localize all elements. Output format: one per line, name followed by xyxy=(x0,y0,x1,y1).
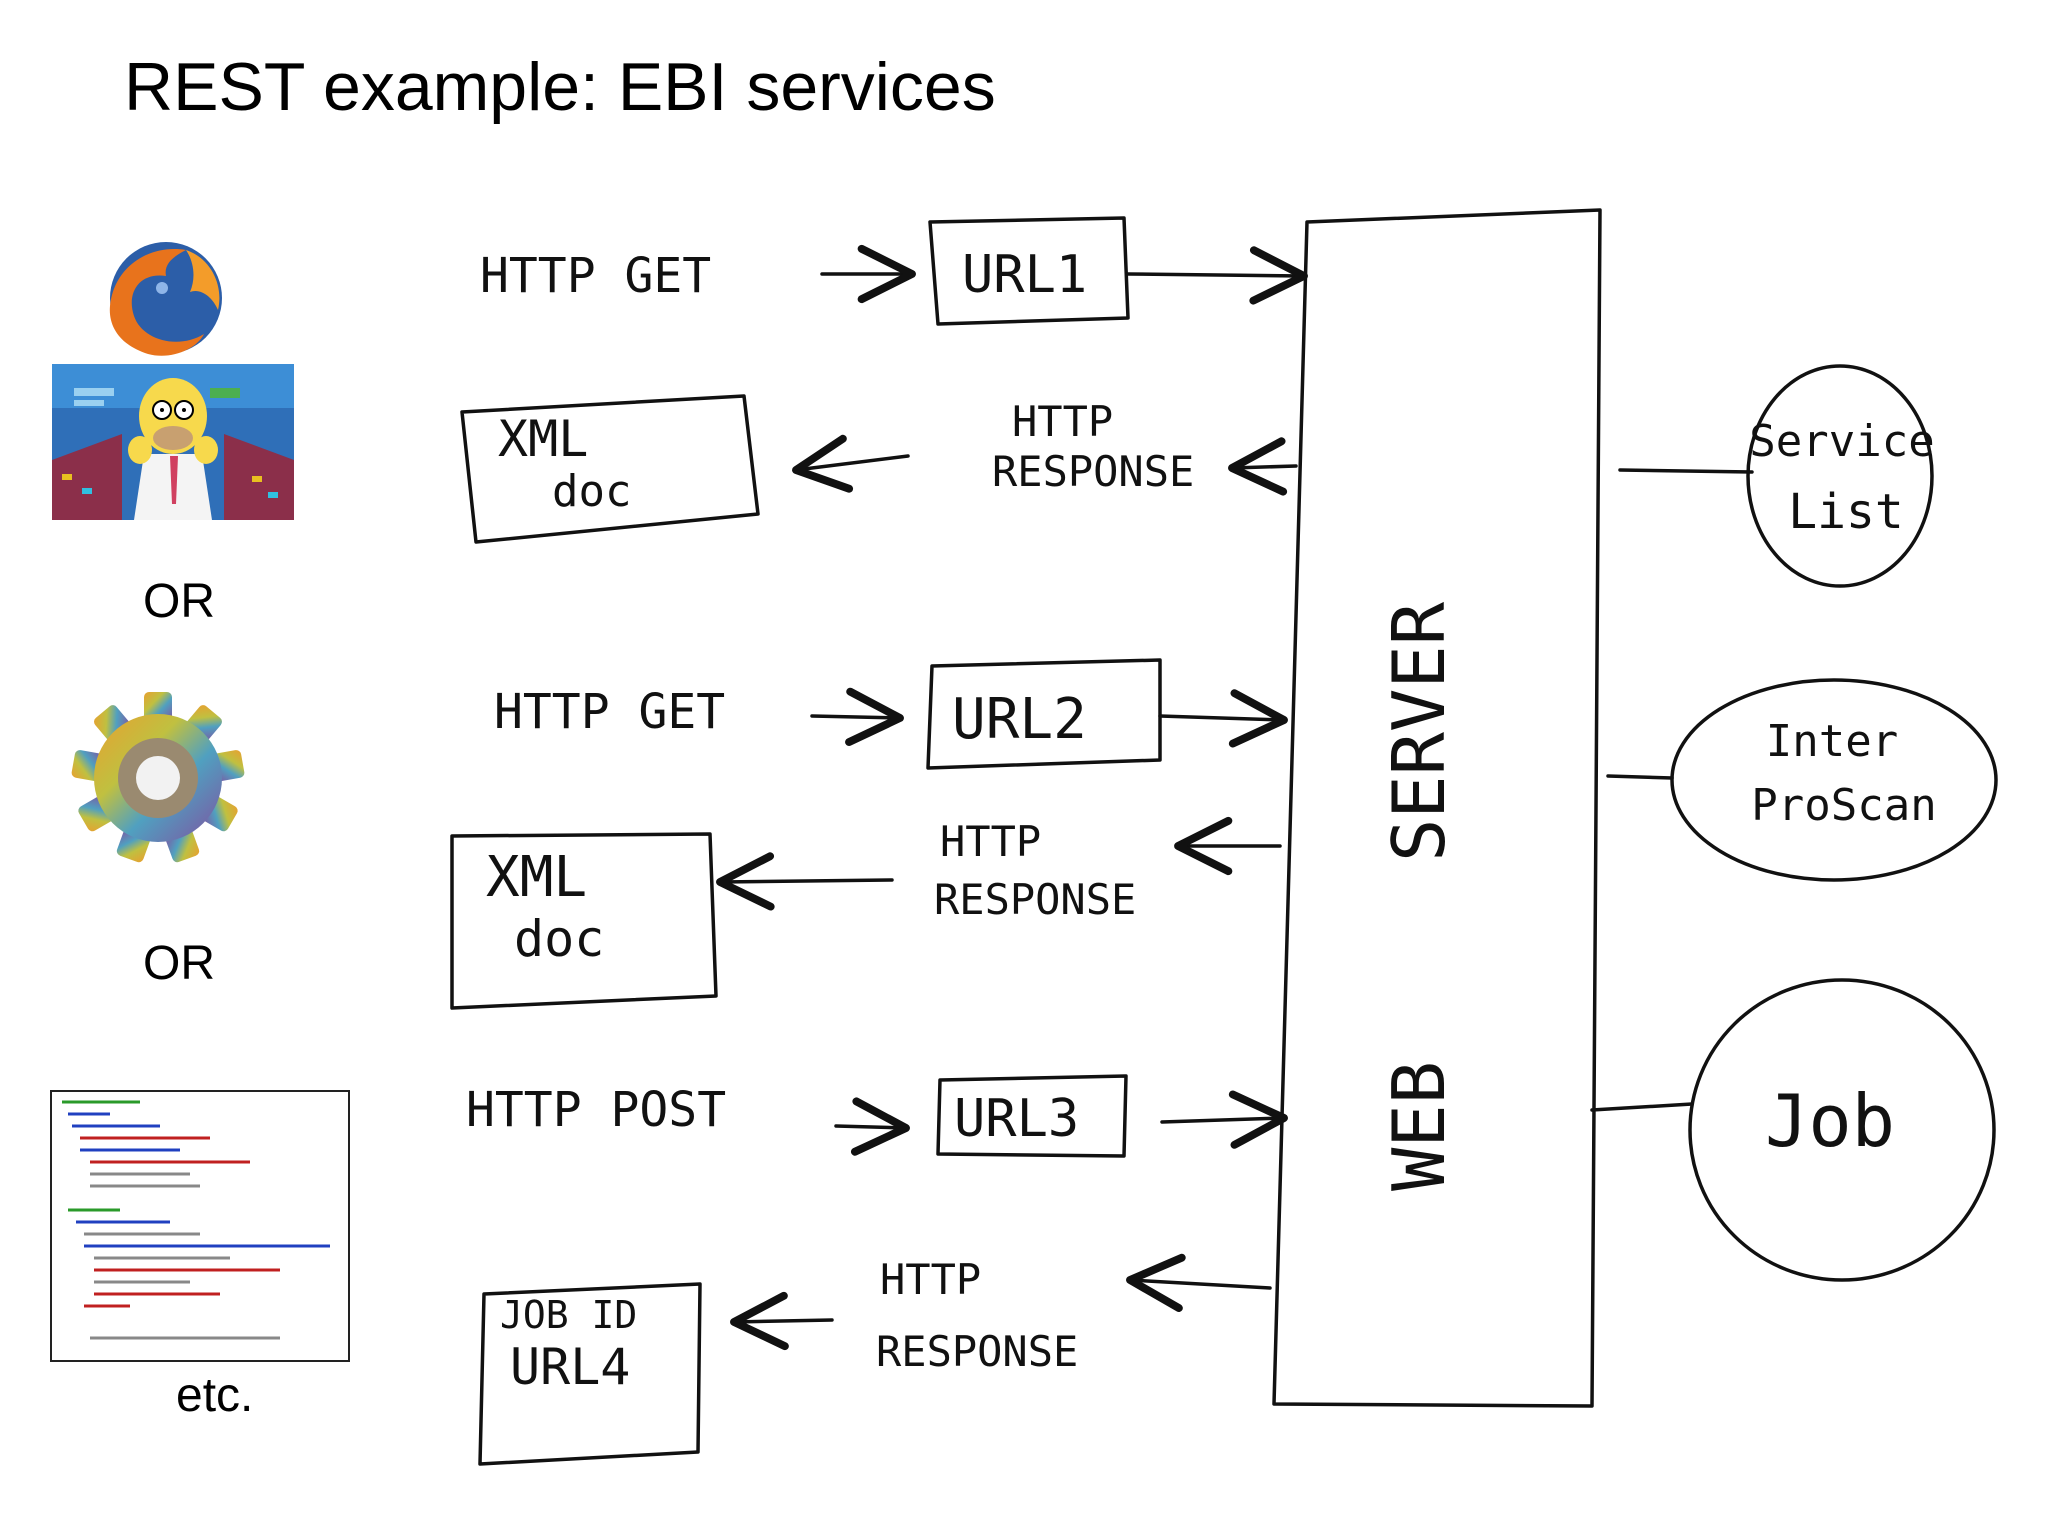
flow2-to-server-arrow xyxy=(1158,689,1288,748)
flow1-url-label: URL1 xyxy=(962,245,1087,305)
service-list-connector xyxy=(1618,468,1754,474)
interproscan-node xyxy=(1670,678,1998,882)
service-list-node xyxy=(1746,364,1934,588)
flow2-response-line1: HTTP xyxy=(940,817,1041,866)
code-listing-image xyxy=(50,1090,350,1362)
flow3-to-server-arrow xyxy=(1160,1090,1288,1149)
job-node xyxy=(1688,978,1996,1282)
flow3-url-box xyxy=(936,1074,1128,1158)
flow2-request-arrow xyxy=(810,687,904,746)
flow1-url-box xyxy=(928,216,1130,326)
slide-title: REST example: EBI services xyxy=(124,49,996,125)
or-label-1: OR xyxy=(143,575,215,628)
flow1-from-server-arrow xyxy=(1228,437,1298,496)
flow3-result-box xyxy=(478,1282,702,1466)
service-list-line2: List xyxy=(1788,484,1904,540)
etc-label: etc. xyxy=(176,1369,254,1422)
flow2-result-line2: doc xyxy=(514,910,604,968)
flow3-response-line2: RESPONSE xyxy=(876,1327,1078,1376)
flow2-url-label: URL2 xyxy=(952,687,1087,752)
flow3-request-label: HTTP POST xyxy=(466,1082,726,1138)
flow2-result-box xyxy=(450,832,718,1010)
flow2-response-arrow xyxy=(716,852,894,911)
job-connector xyxy=(1590,1102,1694,1112)
homer-cartoon-image xyxy=(52,364,294,520)
flow1-response-line2: RESPONSE xyxy=(992,447,1194,496)
flow1-result-line1: XML xyxy=(498,410,588,468)
flow1-response-arrow xyxy=(792,434,910,493)
flow1-response-line1: HTTP xyxy=(1012,397,1113,446)
flow1-result-box xyxy=(460,394,760,544)
interproscan-line2: ProScan xyxy=(1751,780,1936,831)
flow3-response-line1: HTTP xyxy=(880,1255,981,1304)
flow2-request-label: HTTP GET xyxy=(494,684,725,740)
flow2-url-box xyxy=(926,658,1162,770)
flow1-request-label: HTTP GET xyxy=(480,248,711,304)
web-server-label-part2: SERVER xyxy=(1377,601,1461,862)
interproscan-connector xyxy=(1606,774,1674,780)
job-label: Job xyxy=(1765,1079,1895,1163)
interproscan-line1: Inter xyxy=(1766,716,1898,767)
flow1-to-server-arrow xyxy=(1126,246,1308,305)
flow2-result-line1: XML xyxy=(486,845,587,910)
flow3-url-label: URL3 xyxy=(954,1089,1079,1149)
or-label-2: OR xyxy=(143,937,215,990)
flow3-result-line1: JOB ID xyxy=(500,1293,637,1337)
flow3-request-arrow xyxy=(834,1097,910,1156)
flow1-result-line2: doc xyxy=(552,466,631,517)
flow3-result-line2: URL4 xyxy=(510,1338,630,1396)
service-list-line1: Service xyxy=(1749,416,1934,467)
firefox-icon xyxy=(109,242,222,356)
gear-icon xyxy=(71,692,245,863)
web-server-box xyxy=(1272,208,1602,1408)
flow3-response-arrow xyxy=(730,1291,834,1351)
web-server-label-part1: WEB xyxy=(1377,1061,1461,1191)
flow3-from-server-arrow xyxy=(1126,1253,1272,1312)
flow2-response-line2: RESPONSE xyxy=(934,875,1136,924)
